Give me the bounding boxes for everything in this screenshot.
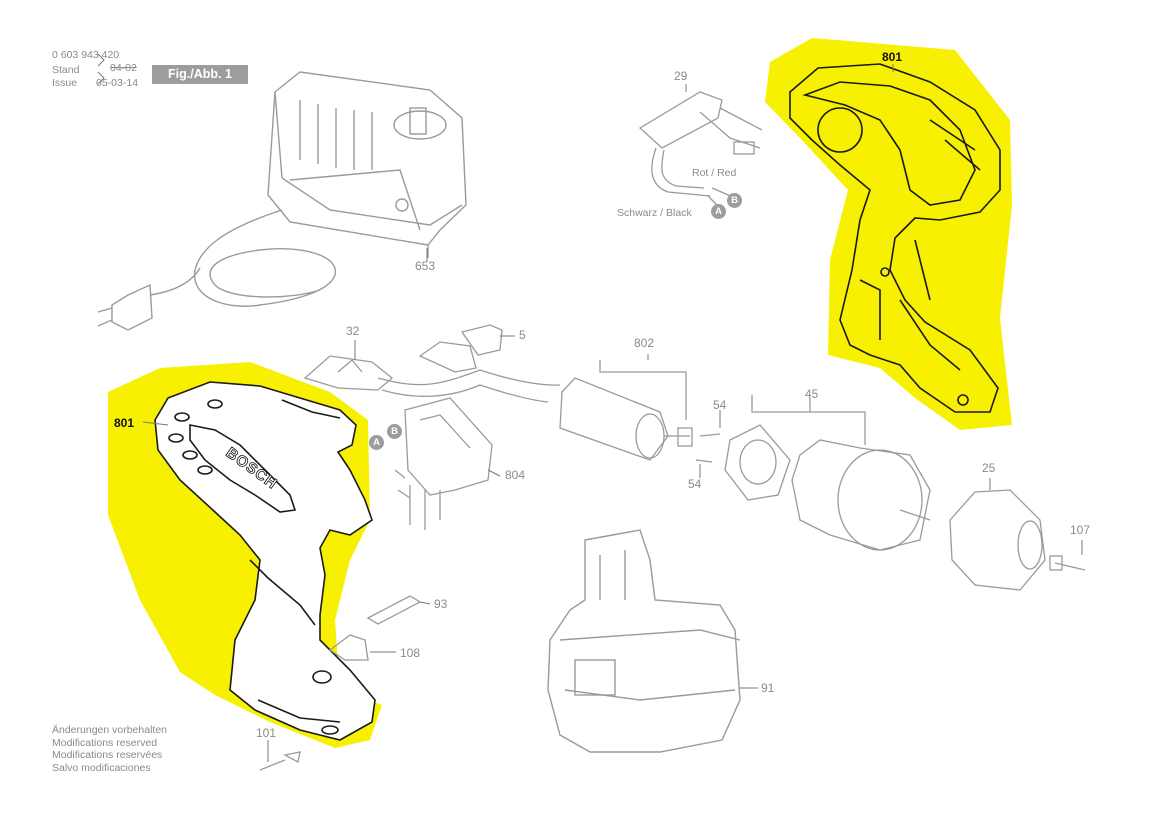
housing-shell-left-drawing — [154, 381, 376, 741]
note-line: Salvo modificaciones — [52, 761, 151, 774]
chuck-drawing — [949, 489, 1086, 591]
callout-93: 93 — [434, 597, 448, 611]
issue-label: Issue — [52, 77, 78, 89]
wire-label-black: Schwarz / Black — [617, 207, 692, 219]
callout-802: 802 — [634, 336, 655, 350]
modification-notes: Änderungen vorbehalten Modifications res… — [52, 724, 167, 774]
housing-shell-right-drawing — [789, 63, 1001, 413]
note-line: Modifications reserved — [52, 736, 158, 749]
callout-54-bottom: 54 — [688, 477, 702, 491]
callout-804: 804 — [505, 468, 526, 482]
part-number: 0 603 943 420 — [52, 49, 120, 61]
charger-drawing — [97, 71, 467, 331]
switch-parts-drawing — [303, 324, 503, 391]
callout-29: 29 — [674, 69, 688, 83]
callout-5: 5 — [519, 328, 526, 342]
stand-label: Stand — [52, 64, 80, 76]
wire-harness-drawing — [638, 84, 763, 211]
callout-91: 91 — [761, 681, 775, 695]
note-line: Modifications reservées — [52, 749, 163, 761]
callout-653: 653 — [415, 259, 436, 273]
connector-marker-a-left: A — [369, 435, 384, 450]
connector-marker-a-top: A — [711, 204, 726, 219]
callout-32: 32 — [346, 324, 360, 338]
callout-54-top: 54 — [713, 398, 727, 412]
callout-801-top: 801 — [882, 50, 903, 64]
figure-label: Fig./Abb. 1 — [152, 65, 248, 84]
issue-value: 05-03-14 — [96, 77, 139, 89]
connector-marker-b-left: B — [387, 424, 402, 439]
motor-drawing — [559, 354, 721, 463]
wire-label-red: Rot / Red — [692, 167, 737, 179]
battery-drawing — [547, 529, 741, 753]
callout-101: 101 — [256, 726, 277, 740]
highlight-area-top-right — [765, 38, 1012, 430]
stand-value: 04-02 — [110, 62, 137, 74]
callout-25: 25 — [982, 461, 996, 475]
callout-108: 108 — [400, 646, 421, 660]
switch-assembly-drawing — [377, 369, 561, 530]
note-line: Änderungen vorbehalten — [52, 724, 168, 736]
connector-marker-b-top: B — [727, 193, 742, 208]
callout-801-left: 801 — [114, 416, 135, 430]
callout-45: 45 — [805, 387, 819, 401]
gearbox-drawing — [724, 395, 931, 551]
callout-107: 107 — [1070, 523, 1091, 537]
leader-lines — [97, 53, 1083, 762]
